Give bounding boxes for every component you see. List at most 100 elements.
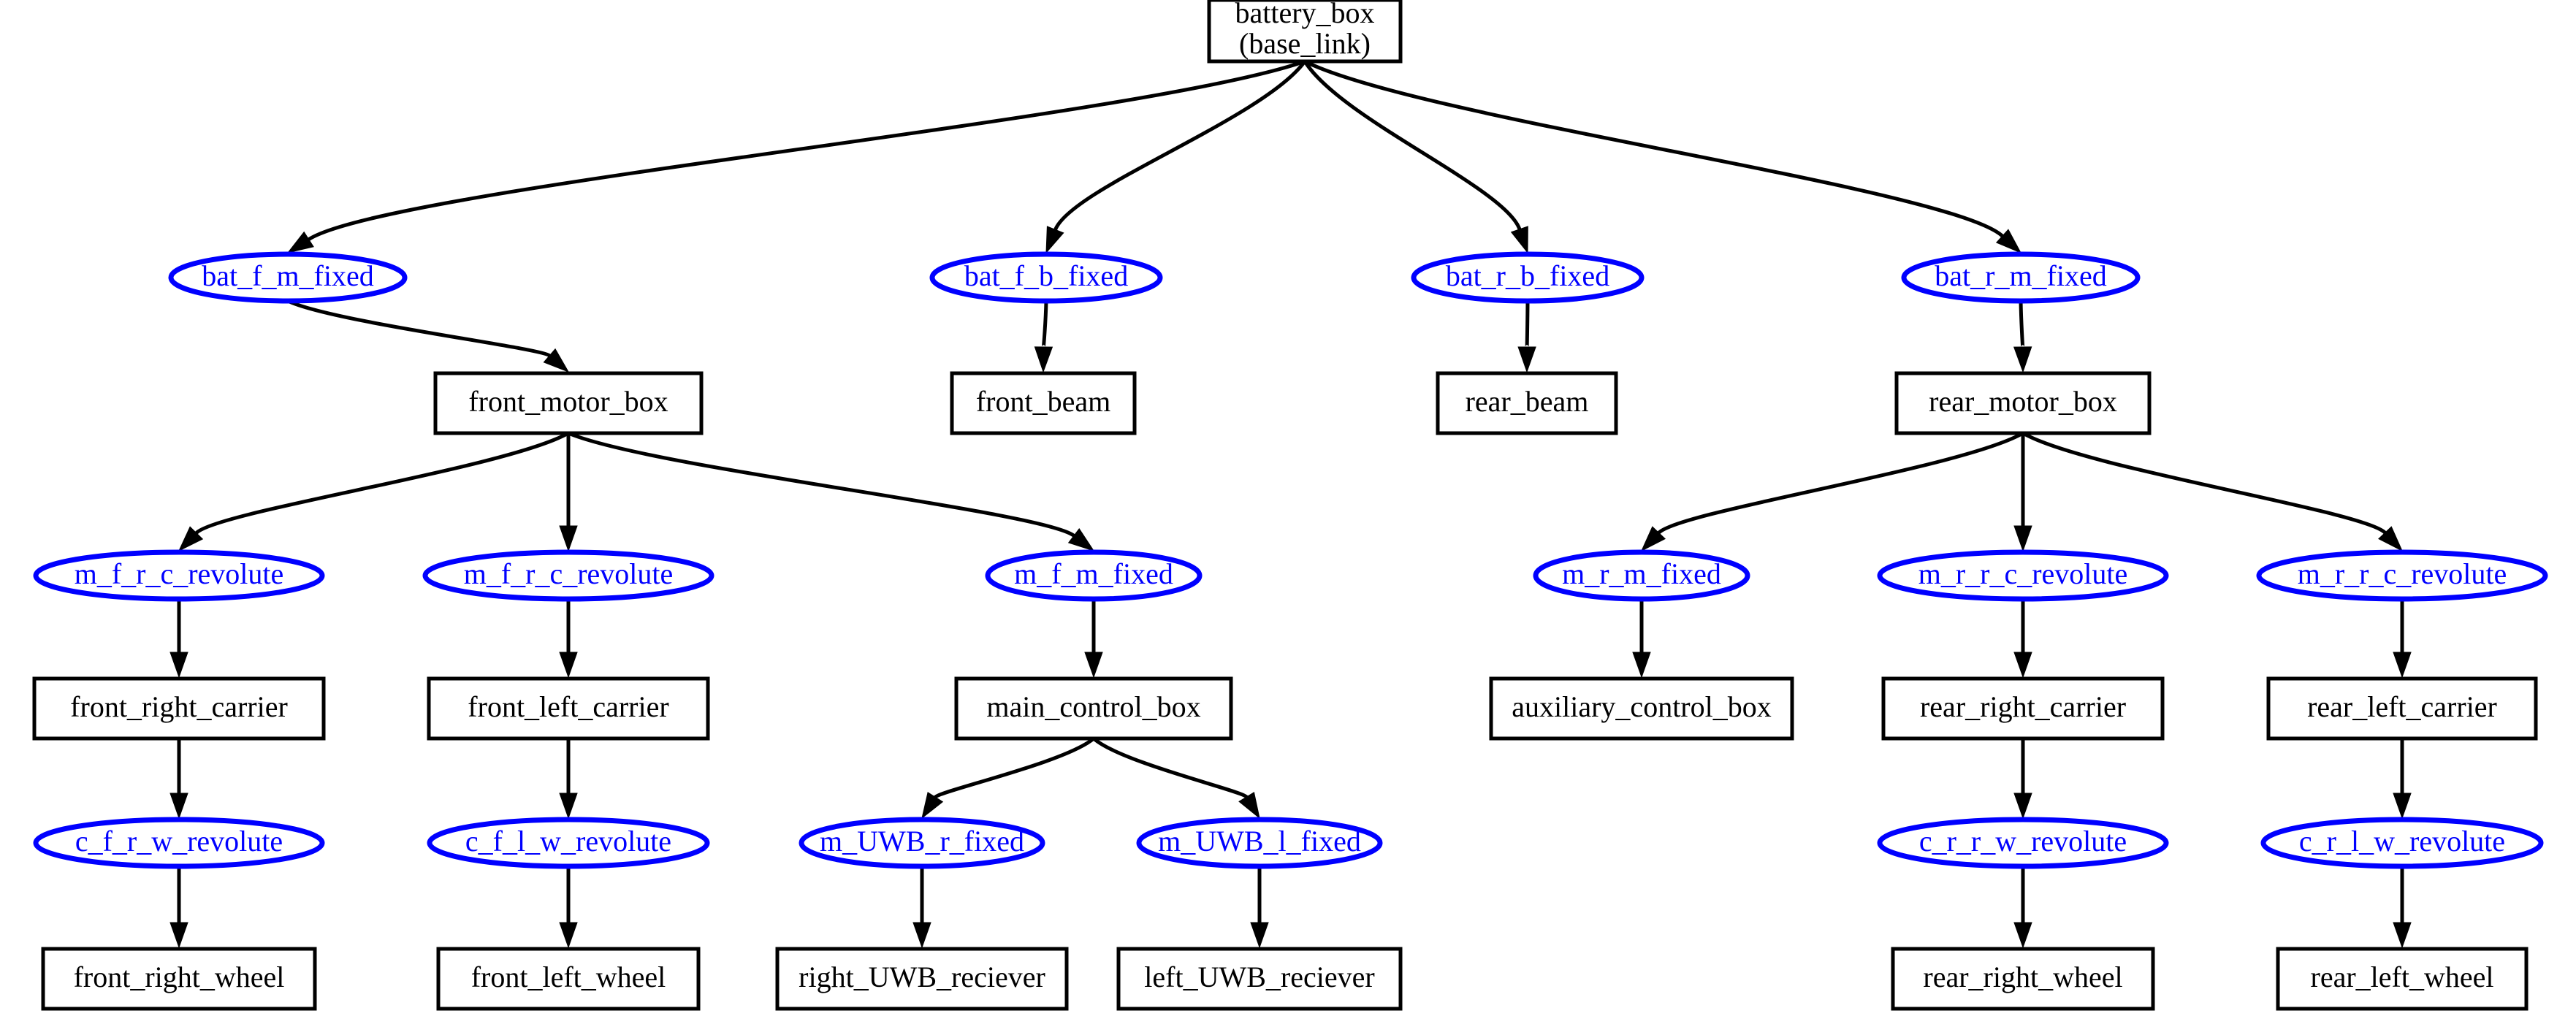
edge-arrowhead-icon bbox=[559, 793, 578, 820]
edge-arrowhead-icon bbox=[169, 652, 188, 679]
joint-node-c_r_r_w_revolute[interactable]: c_r_r_w_revolute bbox=[1877, 817, 2169, 869]
edge-line bbox=[1041, 300, 1048, 349]
graph-edge-front_motor_box-to-m_f_m_fixed bbox=[568, 431, 1095, 551]
node-label: m_r_r_c_revolute bbox=[1918, 557, 2128, 590]
edge-line bbox=[568, 431, 1075, 538]
edge-line bbox=[1092, 737, 1249, 799]
joint-node-c_f_l_w_revolute[interactable]: c_f_l_w_revolute bbox=[427, 817, 710, 869]
graph-edge-c_r_r_w_revolute-to-rear_right_wheel bbox=[2013, 866, 2032, 949]
link-node-front_right_wheel[interactable]: front_right_wheel bbox=[41, 947, 317, 1011]
joint-node-c_f_r_w_revolute[interactable]: c_f_r_w_revolute bbox=[33, 817, 325, 869]
link-node-rear_beam[interactable]: rear_beam bbox=[1436, 371, 1618, 435]
graph-edge-c_r_l_w_revolute-to-rear_left_wheel bbox=[2393, 866, 2412, 949]
edge-arrowhead-icon bbox=[1250, 922, 1269, 949]
edge-line bbox=[2021, 431, 2387, 535]
link-node-rear_right_carrier[interactable]: rear_right_carrier bbox=[1881, 676, 2165, 741]
edge-line bbox=[286, 299, 551, 358]
edge-arrowhead-icon bbox=[2393, 793, 2412, 820]
joint-node-m_r_r_c_revolute_2[interactable]: m_r_r_c_revolute bbox=[2256, 549, 2548, 602]
edge-arrowhead-icon bbox=[2013, 525, 2032, 552]
edge-arrowhead-icon bbox=[2013, 793, 2032, 820]
graph-edge-m_r_r_c_revolute_1-to-rear_right_carrier bbox=[2013, 599, 2032, 679]
link-node-battery_box[interactable]: battery_box(base_link) bbox=[1207, 0, 1403, 64]
node-label: front_beam bbox=[976, 385, 1110, 418]
link-node-auxiliary_control_box[interactable]: auxiliary_control_box bbox=[1489, 676, 1794, 741]
graph-edge-rear_right_carrier-to-c_r_r_w_revolute bbox=[2013, 738, 2032, 820]
joint-node-c_r_l_w_revolute[interactable]: c_r_l_w_revolute bbox=[2260, 817, 2544, 869]
link-node-rear_left_carrier[interactable]: rear_left_carrier bbox=[2266, 676, 2538, 741]
node-label: front_right_carrier bbox=[70, 690, 288, 723]
joint-node-bat_f_b_fixed[interactable]: bat_f_b_fixed bbox=[929, 251, 1163, 304]
joint-node-bat_r_b_fixed[interactable]: bat_r_b_fixed bbox=[1411, 251, 1645, 304]
graph-edge-front_right_carrier-to-c_f_r_w_revolute bbox=[169, 738, 188, 820]
edge-arrowhead-icon bbox=[2393, 652, 2412, 679]
edge-arrowhead-icon bbox=[921, 792, 944, 820]
edge-line bbox=[934, 737, 1095, 799]
joint-node-m_UWB_r_fixed[interactable]: m_UWB_r_fixed bbox=[799, 817, 1045, 869]
link-node-front_right_carrier[interactable]: front_right_carrier bbox=[32, 676, 326, 741]
node-label: rear_beam bbox=[1466, 385, 1589, 418]
node-label: battery_box bbox=[1235, 0, 1374, 29]
graph-edge-bat_r_b_fixed-to-rear_beam bbox=[1517, 300, 1536, 373]
joint-node-bat_r_m_fixed[interactable]: bat_r_m_fixed bbox=[1901, 251, 2141, 304]
node-label: m_f_m_fixed bbox=[1014, 557, 1173, 590]
joint-node-m_r_m_fixed[interactable]: m_r_m_fixed bbox=[1533, 549, 1750, 602]
joint-node-m_r_r_c_revolute_1[interactable]: m_r_r_c_revolute bbox=[1877, 549, 2169, 602]
node-label: c_r_l_w_revolute bbox=[2299, 825, 2505, 858]
link-node-front_left_wheel[interactable]: front_left_wheel bbox=[436, 947, 701, 1011]
graph-edge-m_f_r_c_revolute_2-to-front_left_carrier bbox=[559, 599, 578, 679]
edge-arrowhead-icon bbox=[2393, 922, 2412, 949]
edge-arrowhead-icon bbox=[912, 922, 931, 949]
joint-node-m_f_r_c_revolute_2[interactable]: m_f_r_c_revolute bbox=[422, 549, 715, 602]
joint-node-m_UWB_l_fixed[interactable]: m_UWB_l_fixed bbox=[1136, 817, 1383, 869]
node-label: bat_r_b_fixed bbox=[1446, 259, 1609, 292]
graph-edge-m_f_m_fixed-to-main_control_box bbox=[1084, 599, 1103, 679]
link-rect-shape bbox=[954, 676, 1233, 741]
joint-ellipse-shape bbox=[422, 549, 715, 602]
edge-line bbox=[1303, 59, 2004, 237]
node-label: c_f_r_w_revolute bbox=[75, 825, 283, 858]
joint-ellipse-shape bbox=[799, 817, 1045, 869]
link-node-front_left_carrier[interactable]: front_left_carrier bbox=[427, 676, 710, 741]
link-node-front_motor_box[interactable]: front_motor_box bbox=[433, 371, 704, 435]
link-node-rear_right_wheel[interactable]: rear_right_wheel bbox=[1891, 947, 2155, 1011]
graph-edge-front_motor_box-to-m_f_r_c_revolute_1 bbox=[178, 431, 570, 552]
joint-node-bat_f_m_fixed[interactable]: bat_f_m_fixed bbox=[168, 251, 408, 304]
node-label: m_f_r_c_revolute bbox=[464, 557, 674, 590]
link-node-left_UWB_reciever[interactable]: left_UWB_reciever bbox=[1116, 947, 1403, 1011]
link-node-main_control_box[interactable]: main_control_box bbox=[954, 676, 1233, 741]
link-node-rear_left_wheel[interactable]: rear_left_wheel bbox=[2276, 947, 2529, 1011]
link-node-right_UWB_reciever[interactable]: right_UWB_reciever bbox=[775, 947, 1069, 1011]
joint-ellipse-shape bbox=[2256, 549, 2548, 602]
node-label: m_r_r_c_revolute bbox=[2298, 557, 2507, 590]
node-label: right_UWB_reciever bbox=[799, 961, 1045, 993]
edge-arrowhead-icon bbox=[169, 922, 188, 949]
node-label: c_r_r_w_revolute bbox=[1919, 825, 2127, 858]
link-rect-shape bbox=[775, 947, 1069, 1011]
node-label: m_UWB_l_fixed bbox=[1158, 825, 1361, 858]
joint-ellipse-shape bbox=[1136, 817, 1383, 869]
link-node-rear_motor_box[interactable]: rear_motor_box bbox=[1894, 371, 2152, 435]
node-label: m_r_m_fixed bbox=[1562, 557, 1721, 590]
joint-ellipse-shape bbox=[168, 251, 408, 304]
joint-ellipse-shape bbox=[929, 251, 1163, 304]
link-rect-shape bbox=[1207, 0, 1403, 64]
edge-arrowhead-icon bbox=[559, 652, 578, 679]
joint-ellipse-shape bbox=[1901, 251, 2141, 304]
graph-edge-m_UWB_r_fixed-to-right_UWB_reciever bbox=[912, 866, 931, 949]
edge-line bbox=[1303, 60, 1522, 230]
edge-arrowhead-icon bbox=[543, 348, 570, 373]
graph-edge-battery_box-to-bat_r_m_fixed bbox=[1303, 59, 2022, 254]
link-rect-shape bbox=[427, 676, 710, 741]
link-rect-shape bbox=[2266, 676, 2538, 741]
edge-arrowhead-icon bbox=[178, 526, 204, 552]
joint-node-m_f_r_c_revolute_1[interactable]: m_f_r_c_revolute bbox=[33, 549, 325, 602]
node-label: m_UWB_r_fixed bbox=[820, 825, 1024, 858]
edge-arrowhead-icon bbox=[559, 922, 578, 949]
link-node-front_beam[interactable]: front_beam bbox=[950, 371, 1137, 435]
graph-edge-front_left_carrier-to-c_f_l_w_revolute bbox=[559, 738, 578, 820]
graph-edge-m_r_m_fixed-to-auxiliary_control_box bbox=[1632, 598, 1651, 679]
joint-node-m_f_m_fixed[interactable]: m_f_m_fixed bbox=[985, 549, 1203, 602]
